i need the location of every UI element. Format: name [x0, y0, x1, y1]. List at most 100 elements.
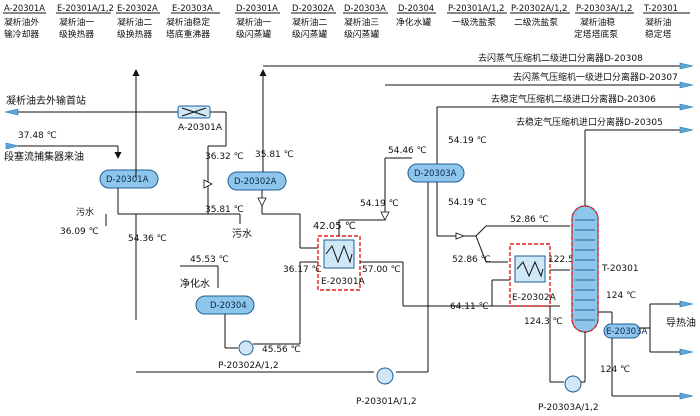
legend-col-12: T-20301 凝析油 稳定塔: [643, 3, 690, 40]
legend-col-11: P-20303A/1,2 凝析油稳 定塔塔底泵: [574, 3, 634, 40]
valve-icon: [455, 232, 466, 240]
legend-desc: 凝析油二: [117, 16, 152, 28]
temp-4556: 45.56 ℃: [262, 345, 301, 355]
d20304-vessel-group: 45.53 ℃ 净化水 D-20304: [180, 255, 255, 349]
legend-desc: 输冷却器: [4, 28, 39, 40]
valve-icon: [257, 197, 267, 207]
legend-desc: 凝析油稳: [580, 16, 615, 28]
legend-tag: P-20303A/1,2: [576, 3, 632, 13]
arrow-right-icon: [679, 103, 694, 111]
temp-5446: 54.46 ℃: [388, 146, 427, 156]
legend-tag: D-20302A: [292, 3, 334, 13]
label-sewage-1: 污水: [76, 206, 94, 218]
gas-outlets: 去闪蒸气压缩机二级进口分离器D-20308 去闪蒸气压缩机一级进口分离器D-20…: [263, 52, 694, 134]
arrow-right-icon: [679, 300, 694, 308]
temp-3581b: 35.81 ℃: [205, 205, 244, 215]
arrow-left-icon: [4, 108, 19, 116]
temp-4205: 42.05 ℃: [313, 221, 356, 232]
legend-desc: 凝析油一: [236, 16, 271, 28]
legend-tag: P-20301A/1,2: [448, 3, 504, 13]
temp-3609: 36.09 ℃: [60, 227, 99, 237]
temp-5286a: 52.86 ℃: [510, 215, 549, 225]
arrow-right-icon: [679, 392, 694, 400]
label-d20302a: D-20302A: [234, 177, 277, 187]
temp-5286b: 52.86 ℃: [452, 255, 491, 265]
temp-3617: 36.17 ℃: [283, 265, 322, 275]
legend-desc: 凝析油二: [292, 16, 327, 28]
feed-label: 段塞流捕集器来油: [4, 150, 84, 163]
legend-col-10: P-20302A/1,2 二级洗盐泵: [510, 3, 570, 28]
legend-desc: 级换热器: [59, 28, 94, 40]
exchanger-icon: [514, 255, 546, 283]
tower-trays: [575, 219, 595, 321]
label-p20301: P-20301A/1,2: [356, 397, 417, 407]
temp-feed: 37.48 ℃: [18, 131, 57, 141]
pump-p20301a-group: P-20301A/1,2: [136, 367, 417, 407]
e20301a-exchanger-group: 42.05 ℃ E-20301A 36.17 ℃ 57.00 ℃: [283, 157, 560, 307]
legend-desc: 净化水罐: [396, 16, 431, 28]
pump-p20302a-group: P-20302A/1,2 45.56 ℃: [218, 300, 301, 371]
export-label: 凝析油去外输首站: [6, 94, 86, 107]
pump-p20303a-group: P-20303A/1,2: [538, 375, 599, 413]
temp-5419c: 54.19 ℃: [448, 198, 487, 208]
exchanger-icon: [323, 239, 355, 269]
legend-col-3: E-20302A 凝析油二 级换热器: [116, 3, 160, 40]
legend-tag: A-20301A: [4, 3, 45, 13]
outlet-label-d20305: 去稳定气压缩机进口分离器D-20305: [516, 116, 663, 128]
pump-icon: [238, 340, 254, 356]
label-e20302a: E-20302A: [512, 293, 557, 303]
valve-icon: [203, 179, 213, 189]
legend-desc: 一级洗盐泵: [452, 16, 496, 28]
temp-5700: 57.00 ℃: [362, 265, 401, 275]
pump-icon: [376, 367, 394, 385]
temp-1243: 124.3 ℃: [524, 317, 563, 327]
legend-col-2: E-20301A/1,2 凝析油一 级换热器: [56, 3, 114, 40]
legend-tag: E-20303A: [172, 3, 213, 13]
legend-tag: D-20304: [398, 3, 434, 13]
legend-tag: T-20301: [643, 3, 678, 13]
feed-stream: 37.48 ℃ 段塞流捕集器来油: [4, 131, 122, 163]
reboiler-e20303a: [603, 323, 641, 339]
temp-5419b: 54.19 ℃: [448, 136, 487, 146]
vessel-d20301a: [99, 169, 159, 189]
label-a20301a: A-20301A: [178, 123, 223, 133]
e20303a-reboiler-group: E-20303A 导热油 124 ℃: [600, 300, 696, 400]
legend-desc: 凝析油三: [344, 16, 379, 28]
legend-desc: 凝析油稳定: [166, 16, 210, 28]
legend-desc: 稳定塔: [645, 28, 672, 40]
arrow-right-icon: [679, 348, 694, 356]
outlet-label-d20307: 去闪蒸气压缩机一级进口分离器D-20307: [513, 71, 678, 83]
legend-desc: 凝析油: [645, 16, 672, 28]
legend-desc: 级换热器: [117, 28, 152, 40]
vessel-d20303a: [407, 163, 465, 183]
legend-col-4: E-20303A 凝析油稳定 塔底重沸器: [166, 3, 220, 40]
legend-desc: 级闪蒸罐: [344, 28, 379, 40]
legend-desc: 凝析油一: [59, 16, 94, 28]
label-d20304: D-20304: [210, 301, 247, 311]
legend-desc: 级闪蒸罐: [236, 28, 271, 40]
label-e20303a: E-20303A: [606, 327, 647, 337]
valve-icon: [380, 211, 390, 221]
arrow-right-icon: [679, 81, 694, 89]
arrow-right-icon: [679, 126, 694, 134]
highlight-box: [509, 243, 551, 307]
legend-col-6: D-20302A 凝析油二 级闪蒸罐: [291, 3, 336, 40]
legend-col-9: P-20301A/1,2 一级洗盐泵: [447, 3, 507, 28]
temp-3632: 36.32 ℃: [205, 152, 244, 162]
label-clean-water: 净化水: [180, 277, 210, 290]
d20302a-vessel-group: 36.32 ℃ 35.81 ℃ D-20302A 污水: [203, 69, 318, 249]
legend-tag: P-20302A/1,2: [511, 3, 567, 13]
d20303a-vessel-group: 54.46 ℃ 54.19 ℃ D-20303A 54.19 ℃ 54.19 ℃: [360, 107, 487, 373]
legend-col-1: A-20301A 凝析油外 输冷却器: [3, 3, 46, 40]
legend-tag: E-20301A/1,2: [57, 3, 114, 13]
pump-icon: [564, 375, 582, 393]
label-heat-oil: 导热油: [666, 316, 696, 329]
e20302a-exchanger-group: E-20302A 122.5 ℃ 64.11 ℃ 124.3 ℃: [450, 243, 587, 382]
arrow-right-icon: [5, 142, 20, 150]
label-sewage-2: 污水: [232, 228, 252, 240]
temp-124a: 124 ℃: [606, 291, 636, 301]
arrow-right-icon: [679, 62, 694, 70]
temp-5419a: 54.19 ℃: [360, 199, 399, 209]
temp-6411: 64.11 ℃: [450, 302, 489, 312]
